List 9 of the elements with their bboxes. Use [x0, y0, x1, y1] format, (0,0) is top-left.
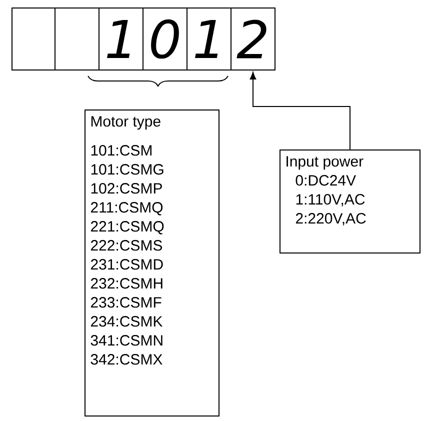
- display-cell: 2: [230, 8, 276, 70]
- input-power-box: Input power 0:DC24V 1:110V,AC 2:220V,AC: [280, 150, 420, 254]
- display-cell: 0: [142, 8, 188, 70]
- motor-type-box: Motor type 101:CSM 101:CSMG 102:CSMP 211:CSMQ 221:CSMQ 222:CSMS 231:CSMD 232:CSMH 233:CSMF 234:CSMK 341:CSMN 342:CSMX: [84, 110, 220, 416]
- arrow: [250, 72, 350, 150]
- display-cell: [12, 8, 56, 70]
- display-cell: [54, 8, 100, 70]
- display-cell: 1: [186, 8, 232, 70]
- display-cell: 1: [98, 8, 144, 70]
